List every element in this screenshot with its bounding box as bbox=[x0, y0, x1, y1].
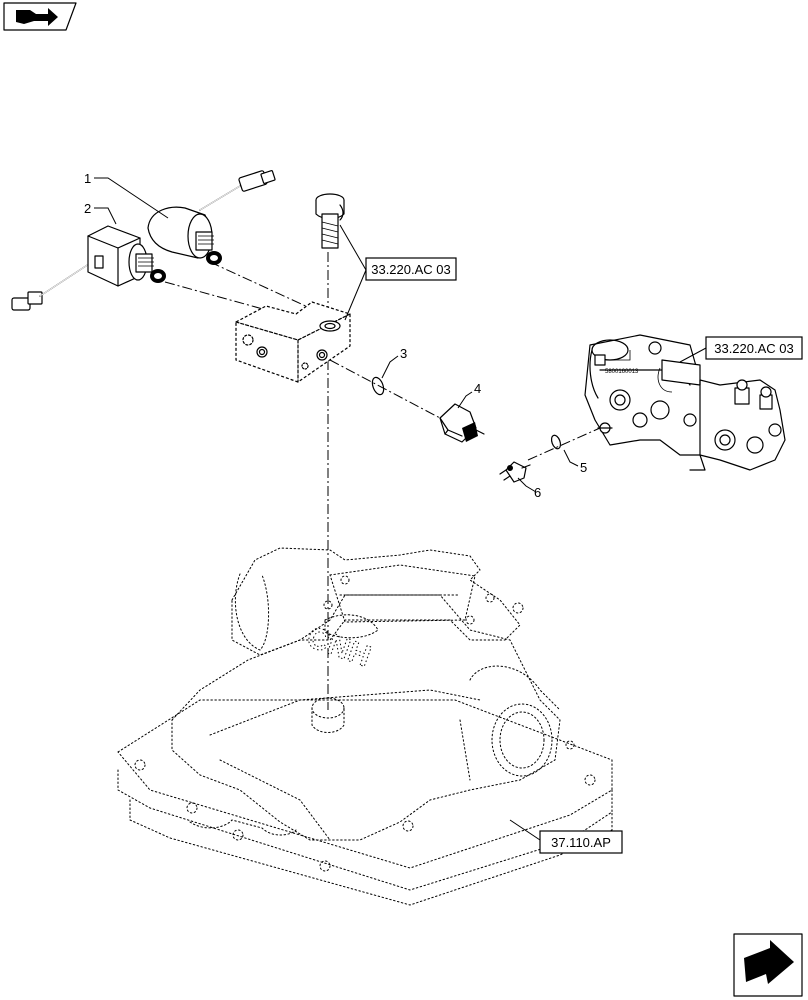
sensor-6 bbox=[499, 461, 531, 483]
assembly-axis-lines bbox=[164, 252, 601, 710]
valve-manifold-block bbox=[235, 301, 351, 383]
book-arrow-icon[interactable] bbox=[3, 2, 77, 31]
solenoid-valve-1 bbox=[147, 170, 276, 265]
callout-2: 2 bbox=[84, 201, 91, 216]
reference-label-b: 33.220.AC 03 bbox=[714, 341, 794, 356]
housing-logo: CNH bbox=[303, 621, 375, 674]
callout-1: 1 bbox=[84, 171, 91, 186]
next-page-arrow-icon[interactable] bbox=[733, 933, 803, 997]
callout-6: 6 bbox=[534, 485, 541, 500]
solenoid-valve-2 bbox=[11, 225, 166, 311]
callout-4: 4 bbox=[474, 381, 481, 396]
svg-text:5800160013: 5800160013 bbox=[605, 369, 639, 375]
callout-3: 3 bbox=[400, 346, 407, 361]
banjo-bolt bbox=[315, 193, 345, 249]
reference-link-33-220-ac-03-a[interactable]: 33.220.AC 03 bbox=[365, 257, 457, 281]
callout-5: 5 bbox=[580, 460, 587, 475]
pressure-switch-4 bbox=[439, 403, 485, 443]
sealing-washer-5 bbox=[550, 434, 562, 450]
o-ring-3 bbox=[371, 376, 385, 396]
control-valve-assembly: 5800160013 bbox=[584, 334, 786, 471]
reference-label-a: 33.220.AC 03 bbox=[371, 262, 451, 277]
reference-link-33-220-ac-03-b[interactable]: 33.220.AC 03 bbox=[705, 336, 803, 360]
reference-link-37-110-ap[interactable]: 37.110.AP bbox=[539, 830, 623, 854]
callout-leaders bbox=[94, 177, 707, 841]
reference-label-c: 37.110.AP bbox=[551, 835, 611, 850]
hydraulic-housing: CNH bbox=[117, 547, 613, 906]
